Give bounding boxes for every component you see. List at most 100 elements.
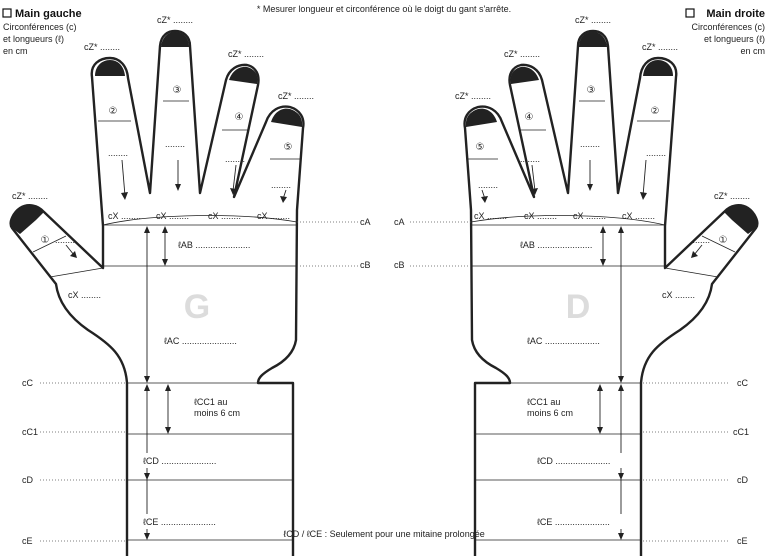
right-cc1-arrowhead-bottom bbox=[597, 427, 603, 434]
right-subtitle-1: Circonférences (c) bbox=[691, 22, 765, 32]
right-middle-arrowhead bbox=[587, 184, 593, 191]
left-index-number: ② bbox=[109, 106, 118, 117]
right-hand-letter: D bbox=[566, 288, 591, 326]
right-ring-arrow bbox=[531, 164, 536, 192]
right-pinky-number: ⑤ bbox=[476, 142, 485, 153]
left-cb-label: cB bbox=[360, 260, 371, 270]
right-middle-length: ........ bbox=[580, 139, 600, 149]
right-hand-title: Main droite bbox=[706, 8, 765, 20]
right-thumb-arrow bbox=[693, 244, 703, 256]
right-index-arrow bbox=[642, 159, 647, 197]
left-middle-nail bbox=[161, 32, 189, 47]
right-cc-label: cC bbox=[737, 378, 749, 388]
right-index-arrowhead bbox=[640, 192, 647, 200]
left-subtitle-3: en cm bbox=[3, 46, 28, 56]
left-lac-label: ℓAC ...................... bbox=[164, 336, 237, 346]
measure-note: * Mesurer longueur et circonférence où l… bbox=[257, 4, 511, 14]
right-middle-nail bbox=[579, 32, 607, 47]
right-ab-arrowhead-bottom bbox=[600, 259, 606, 266]
right-ce-label: cE bbox=[737, 536, 748, 546]
right-pinky-length: ........ bbox=[478, 180, 498, 190]
left-cd-arrowhead bbox=[144, 473, 150, 480]
left-subtitle-1: Circonférences (c) bbox=[3, 22, 77, 32]
left-thumb-arrow bbox=[65, 244, 75, 256]
left-index-length: ........ bbox=[108, 148, 128, 158]
right-subtitle-2: et longueurs (ℓ) bbox=[704, 34, 765, 44]
left-thumb-number: ① bbox=[41, 235, 50, 246]
right-ab-arrowhead-top bbox=[600, 226, 606, 233]
left-ca-label: cA bbox=[360, 217, 371, 227]
left-hand-checkbox[interactable] bbox=[2, 8, 12, 18]
right-hand-checkbox[interactable] bbox=[685, 8, 695, 18]
right-lcd-label: ℓCD ...................... bbox=[537, 456, 610, 466]
left-thumb-length: ........ bbox=[55, 235, 75, 245]
left-hand-title: Main gauche bbox=[15, 8, 82, 20]
left-index-cx: cX ........ bbox=[108, 211, 141, 221]
left-index-arrowhead bbox=[121, 192, 128, 200]
left-thumb-base bbox=[49, 267, 104, 278]
right-lce-label: ℓCE ...................... bbox=[537, 517, 610, 527]
right-ac-arrowhead-bottom bbox=[618, 376, 624, 383]
left-lce-label: ℓCE ...................... bbox=[143, 517, 216, 527]
right-thumb-number: ① bbox=[719, 235, 728, 246]
right-lcc1-label-1: ℓCC1 au bbox=[527, 397, 560, 407]
right-cb-label: cB bbox=[394, 260, 405, 270]
right-pinky-cz: cZ* ........ bbox=[455, 91, 491, 101]
right-knuckle-curve bbox=[470, 215, 666, 226]
right-cd-arrowhead bbox=[618, 473, 624, 480]
left-middle-cz: cZ* ........ bbox=[157, 15, 193, 25]
right-middle-cx: cX ........ bbox=[573, 211, 606, 221]
right-lac-label: ℓAC ...................... bbox=[527, 336, 600, 346]
right-thumb-length: ........ bbox=[690, 235, 710, 245]
left-lcd-label: ℓCD ...................... bbox=[143, 456, 216, 466]
left-thumb-crease bbox=[32, 235, 67, 253]
left-ring-arrow bbox=[232, 164, 237, 192]
right-thumb-crease bbox=[701, 235, 736, 253]
left-ring-cx: cX ........ bbox=[208, 211, 241, 221]
right-thumb-cx: cX ........ bbox=[662, 290, 695, 300]
left-middle-number: ③ bbox=[173, 85, 182, 96]
left-lcc1-label-1: ℓCC1 au bbox=[194, 397, 227, 407]
left-subtitle-2: et longueurs (ℓ) bbox=[3, 34, 64, 44]
right-cc1-label: cC1 bbox=[733, 427, 749, 437]
left-cc1-arrowhead-bottom bbox=[165, 427, 171, 434]
right-ac-arrowhead-top bbox=[618, 226, 624, 233]
right-ring-length: ........ bbox=[520, 154, 540, 164]
right-lcd-field[interactable] bbox=[535, 453, 627, 468]
left-ce-label: cE bbox=[22, 536, 33, 546]
left-index-cz: cZ* ........ bbox=[84, 42, 120, 52]
right-lce-field[interactable] bbox=[535, 514, 627, 529]
left-lce-field[interactable] bbox=[141, 514, 233, 529]
left-ab-arrowhead-top bbox=[162, 226, 168, 233]
left-ring-nail bbox=[229, 66, 258, 84]
right-pinky-cx: cX ........ bbox=[474, 211, 507, 221]
left-ring-length: ........ bbox=[225, 154, 245, 164]
right-ring-number: ④ bbox=[525, 112, 534, 123]
left-ring-number: ④ bbox=[235, 112, 244, 123]
left-cd-label: cD bbox=[22, 475, 34, 485]
left-pinky-length: ........ bbox=[271, 180, 291, 190]
right-thumb-cz: cZ* ........ bbox=[714, 191, 750, 201]
left-thumb-cx: cX ........ bbox=[68, 290, 101, 300]
right-pinky-nail bbox=[465, 108, 497, 127]
right-ca-label: cA bbox=[394, 217, 405, 227]
left-ring-cz: cZ* ........ bbox=[228, 49, 264, 59]
right-ring-nail bbox=[510, 66, 539, 84]
right-index-length: ........ bbox=[646, 148, 666, 158]
right-ring-arrowhead bbox=[532, 188, 538, 195]
right-hand-outline bbox=[463, 29, 759, 556]
left-lcd-field[interactable] bbox=[141, 453, 233, 468]
left-lab-label: ℓAB ...................... bbox=[178, 240, 250, 250]
left-middle-cx: cX ........ bbox=[156, 211, 189, 221]
right-middle-number: ③ bbox=[587, 85, 596, 96]
left-pinky-nail bbox=[271, 108, 303, 127]
left-hand-letter: G bbox=[184, 288, 210, 326]
left-hand: ① ② ③ ④ ⑤ ........ ........ ........ ...… bbox=[9, 15, 371, 556]
left-ac-arrowhead-top bbox=[144, 226, 150, 233]
right-thumb-base bbox=[664, 267, 719, 278]
right-pinky-arrowhead bbox=[481, 196, 488, 203]
left-ring-arrowhead bbox=[230, 188, 236, 195]
right-ring-cz: cZ* ........ bbox=[504, 49, 540, 59]
left-thumb-cz: cZ* ........ bbox=[12, 191, 48, 201]
